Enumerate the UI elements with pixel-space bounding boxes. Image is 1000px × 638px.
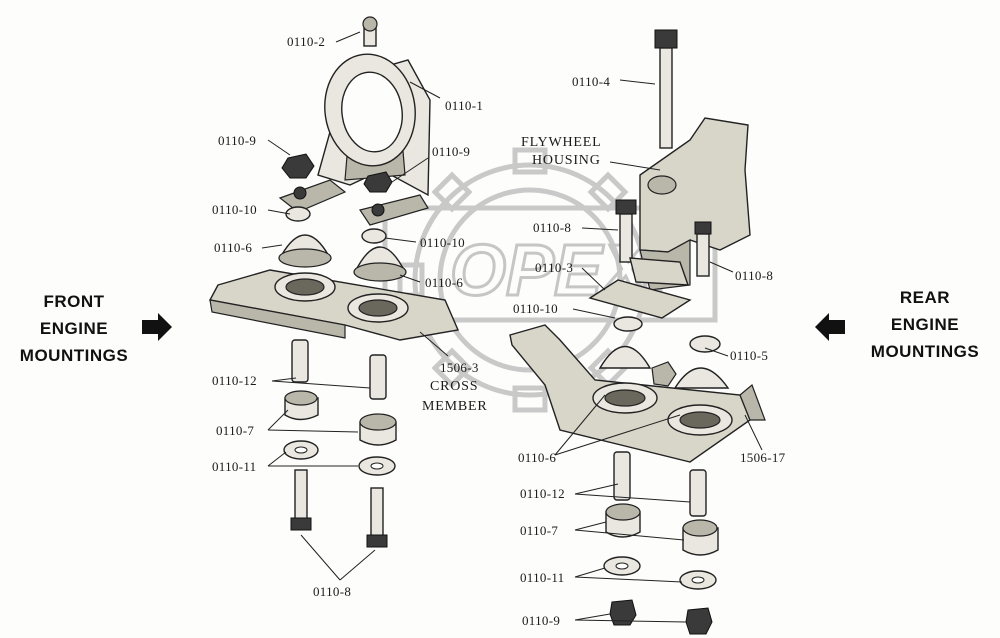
front-support-bracket bbox=[278, 53, 431, 226]
label-0110-2: 0110-2 bbox=[287, 34, 325, 49]
front-mounting-assembly bbox=[208, 16, 459, 548]
washer-0110-10-left bbox=[285, 206, 311, 222]
label-0110-8-mid: 0110-8 bbox=[533, 220, 571, 235]
rubber-dome-mid-base bbox=[353, 262, 407, 282]
label-0110-6-bottom: 0110-6 bbox=[518, 450, 556, 465]
washer-0110-10-right bbox=[613, 316, 643, 332]
bracket-plate bbox=[629, 257, 690, 286]
bolt-0110-8-right bbox=[694, 221, 712, 277]
label-0110-3: 0110-3 bbox=[535, 260, 573, 275]
label-0110-5: 0110-5 bbox=[730, 348, 768, 363]
label-0110-6-mid: 0110-6 bbox=[425, 275, 463, 290]
nut-rear bbox=[651, 361, 677, 387]
rear-lower-stack-right bbox=[679, 469, 719, 635]
rear-label-line-2: ENGINE bbox=[891, 315, 959, 334]
label-0110-6-left: 0110-6 bbox=[214, 240, 252, 255]
label-0110-12-right: 0110-12 bbox=[520, 486, 565, 501]
nut-0110-9-left bbox=[281, 153, 315, 179]
arrow-right-icon bbox=[142, 313, 172, 341]
label-0110-12-left: 0110-12 bbox=[212, 373, 257, 388]
bolt-0110-8-mid bbox=[615, 199, 637, 263]
label-0110-7-right: 0110-7 bbox=[520, 523, 558, 538]
rubber-dome-left-base bbox=[278, 248, 332, 268]
label-0110-9-bottom: 0110-9 bbox=[522, 613, 560, 628]
label-0110-8-bottom: 0110-8 bbox=[313, 584, 351, 599]
label-0110-11-right: 0110-11 bbox=[520, 570, 564, 585]
label-1506-17: 1506-17 bbox=[740, 450, 786, 465]
label-0110-10-right: 0110-10 bbox=[513, 301, 558, 316]
nut-0110-9-mid bbox=[363, 171, 393, 193]
front-label-line-1: FRONT bbox=[43, 292, 104, 311]
label-0110-1: 0110-1 bbox=[445, 98, 483, 113]
front-label-line-2: ENGINE bbox=[40, 319, 108, 338]
washer-0110-5 bbox=[689, 335, 721, 353]
rear-cross-member-1506-17 bbox=[509, 324, 766, 463]
rear-label-line-1: REAR bbox=[900, 288, 950, 307]
label-housing: HOUSING bbox=[532, 153, 601, 168]
rear-label-line-3: MOUNTINGS bbox=[871, 342, 979, 361]
leader-lines bbox=[261, 31, 763, 623]
rubber-dome-rear-left bbox=[598, 345, 652, 369]
plate-0110-3 bbox=[588, 279, 692, 319]
label-0110-11-left: 0110-11 bbox=[212, 459, 256, 474]
label-0110-10-mid: 0110-10 bbox=[420, 235, 465, 250]
label-1506-3: 1506-3 bbox=[440, 360, 479, 375]
front-lower-stack-left bbox=[283, 339, 319, 531]
washer-0110-10-mid bbox=[361, 228, 387, 244]
label-cross: CROSS bbox=[430, 379, 478, 394]
rear-lower-stack-left bbox=[603, 451, 641, 626]
label-0110-9-left: 0110-9 bbox=[218, 133, 256, 148]
callout-labels: 0110-2 0110-1 0110-4 0110-9 0110-9 FLYWH… bbox=[212, 34, 786, 628]
label-0110-4: 0110-4 bbox=[572, 74, 610, 89]
label-flywheel: FLYWHEEL bbox=[521, 135, 601, 150]
front-label-line-3: MOUNTINGS bbox=[20, 346, 128, 365]
front-engine-mountings-label: FRONT ENGINE MOUNTINGS bbox=[20, 292, 172, 365]
label-member: MEMBER bbox=[422, 399, 487, 414]
clamp-bolt bbox=[362, 16, 378, 47]
rear-engine-mountings-label: REAR ENGINE MOUNTINGS bbox=[815, 288, 979, 361]
front-lower-stack-right bbox=[358, 354, 397, 548]
cross-member-1506-3 bbox=[208, 269, 459, 341]
label-0110-8-right: 0110-8 bbox=[735, 268, 773, 283]
arrow-left-icon bbox=[815, 313, 845, 341]
rear-mounting-assembly bbox=[509, 29, 766, 635]
label-0110-10-left: 0110-10 bbox=[212, 202, 257, 217]
bolt-0110-4 bbox=[654, 29, 678, 149]
label-0110-7-left: 0110-7 bbox=[216, 423, 254, 438]
rubber-dome-rear-right bbox=[673, 367, 730, 389]
label-0110-9-mid: 0110-9 bbox=[432, 144, 470, 159]
